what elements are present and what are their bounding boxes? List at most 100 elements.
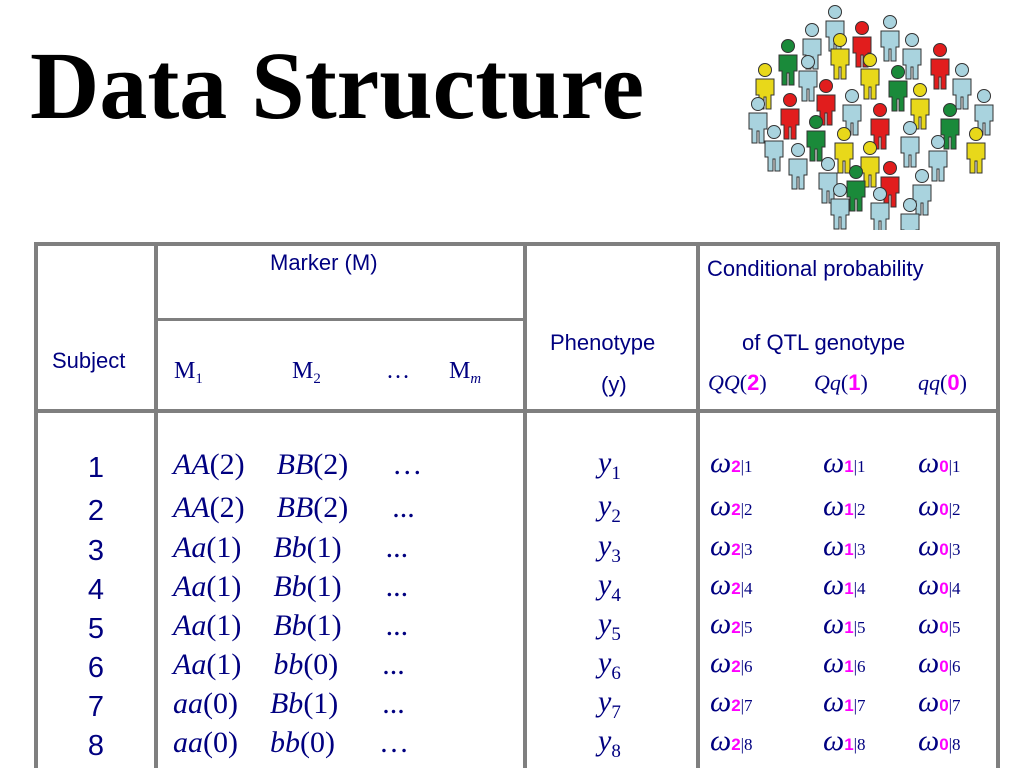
marker-subheader-rule: [154, 318, 527, 321]
person-icon: [780, 93, 800, 140]
qtl-genotype-qq-lower: qq(0): [918, 370, 967, 395]
conditional-probability-cell: ω1|8: [823, 724, 866, 757]
person-icon: [818, 157, 838, 204]
marker-ellipsis: ...: [385, 531, 409, 564]
subject-id: 6: [87, 652, 105, 684]
marker-2-code: (2): [313, 448, 349, 481]
phenotype-value: y2: [598, 489, 621, 527]
marker-2-code: (1): [303, 687, 339, 720]
person-icon: [940, 103, 960, 150]
marker-1-genotype: Aa: [173, 531, 207, 564]
marker-1-code: (1): [206, 609, 242, 642]
conditional-probability-cell: ω1|7: [823, 685, 866, 718]
person-icon: [880, 161, 900, 208]
person-icon: [748, 97, 768, 144]
marker-ellipsis: ...: [385, 609, 409, 642]
qtl-genotype-header: of QTL genotype: [742, 330, 906, 355]
marker-genotypes: Aa(1)Bb(1)...: [173, 570, 408, 604]
marker-1-code: (0): [203, 726, 238, 759]
marker-2-genotype: Bb: [273, 609, 307, 642]
marker-header: Marker (M): [270, 250, 378, 275]
phenotype-value: y5: [598, 607, 621, 645]
conditional-probability-cell: ω0|8: [918, 724, 961, 757]
person-icon: [870, 103, 890, 150]
marker-2-code: (1): [306, 609, 342, 642]
person-icon: [966, 127, 986, 174]
marker-1-code: (2): [209, 491, 245, 524]
marker-mm: Mm: [449, 358, 482, 388]
conditional-probability-cell: ω1|5: [823, 607, 866, 640]
person-icon: [806, 115, 826, 162]
marker-ellipsis: ...: [382, 687, 405, 720]
marker-genotypes: Aa(1)Bb(1)...: [173, 609, 408, 643]
person-icon: [846, 165, 866, 212]
phenotype-y-header: (y): [601, 372, 627, 397]
phenotype-value: y6: [598, 646, 621, 684]
subject-id: 1: [87, 452, 105, 484]
column-rule-1: [154, 242, 158, 768]
marker-genotypes: AA(2)BB(2)...: [173, 491, 415, 525]
person-icon: [830, 33, 850, 80]
person-icon: [900, 198, 920, 230]
subject-header: Subject: [52, 348, 126, 373]
subject-id: 5: [87, 613, 105, 645]
conditional-probability-cell: ω0|7: [918, 685, 961, 718]
marker-genotypes: AA(2)BB(2)…: [173, 448, 422, 482]
marker-2-genotype: bb: [269, 726, 300, 759]
phenotype-value: y1: [598, 446, 621, 484]
person-icon: [902, 33, 922, 80]
marker-ellipsis: …: [392, 448, 423, 481]
marker-1-genotype: aa: [173, 687, 203, 720]
phenotype-header: Phenotype: [550, 330, 656, 355]
person-icon: [888, 65, 908, 112]
marker-1-code: (1): [206, 531, 242, 564]
person-icon: [910, 83, 930, 130]
conditional-probability-cell: ω2|5: [710, 607, 753, 640]
marker-2-genotype: Bb: [269, 687, 304, 720]
table-border-top: [34, 242, 1000, 246]
person-icon: [974, 89, 994, 136]
marker-1-code: (0): [203, 687, 238, 720]
marker-ellipsis: …: [378, 726, 409, 759]
marker-2-code: (2): [313, 491, 349, 524]
phenotype-value: y3: [598, 529, 621, 567]
subject-id: 4: [87, 574, 105, 606]
conditional-probability-cell: ω1|6: [823, 646, 866, 679]
conditional-probability-cell: ω2|4: [710, 568, 753, 601]
marker-1-genotype: AA: [173, 448, 210, 481]
table-border-right: [996, 242, 1000, 768]
person-icon: [764, 125, 784, 172]
person-icon: [880, 15, 900, 62]
marker-1-genotype: Aa: [173, 648, 207, 681]
conditional-probability-cell: ω2|3: [710, 529, 753, 562]
conditional-probability-cell: ω1|3: [823, 529, 866, 562]
person-icon: [860, 53, 880, 100]
conditional-probability-cell: ω2|7: [710, 685, 753, 718]
marker-2-genotype: BB: [276, 491, 314, 524]
marker-2-genotype: Bb: [273, 570, 307, 603]
marker-genotypes: aa(0)bb(0)…: [173, 726, 409, 760]
marker-1-code: (2): [209, 448, 245, 481]
marker-1-genotype: AA: [173, 491, 210, 524]
phenotype-value: y7: [598, 685, 621, 723]
conditional-probability-cell: ω2|8: [710, 724, 753, 757]
conditional-probability-header: Conditional probability: [707, 256, 924, 281]
conditional-probability-cell: ω1|1: [823, 446, 866, 479]
marker-1-genotype: Aa: [173, 609, 207, 642]
person-icon: [778, 39, 798, 86]
conditional-probability-cell: ω2|6: [710, 646, 753, 679]
marker-genotypes: Aa(1)bb(0)...: [173, 648, 405, 682]
conditional-probability-cell: ω0|4: [918, 568, 961, 601]
phenotype-value: y4: [598, 568, 621, 606]
subject-id: 7: [87, 691, 105, 723]
person-icon: [952, 63, 972, 110]
subject-id: 2: [87, 495, 105, 527]
marker-ellipsis: ...: [385, 570, 409, 603]
marker-2-code: (0): [299, 726, 335, 759]
person-icon: [928, 135, 948, 182]
person-icon: [788, 143, 808, 190]
person-icon: [798, 55, 818, 102]
marker-2-genotype: BB: [276, 448, 314, 481]
marker-1-code: (1): [206, 648, 242, 681]
conditional-probability-cell: ω2|2: [710, 489, 753, 522]
